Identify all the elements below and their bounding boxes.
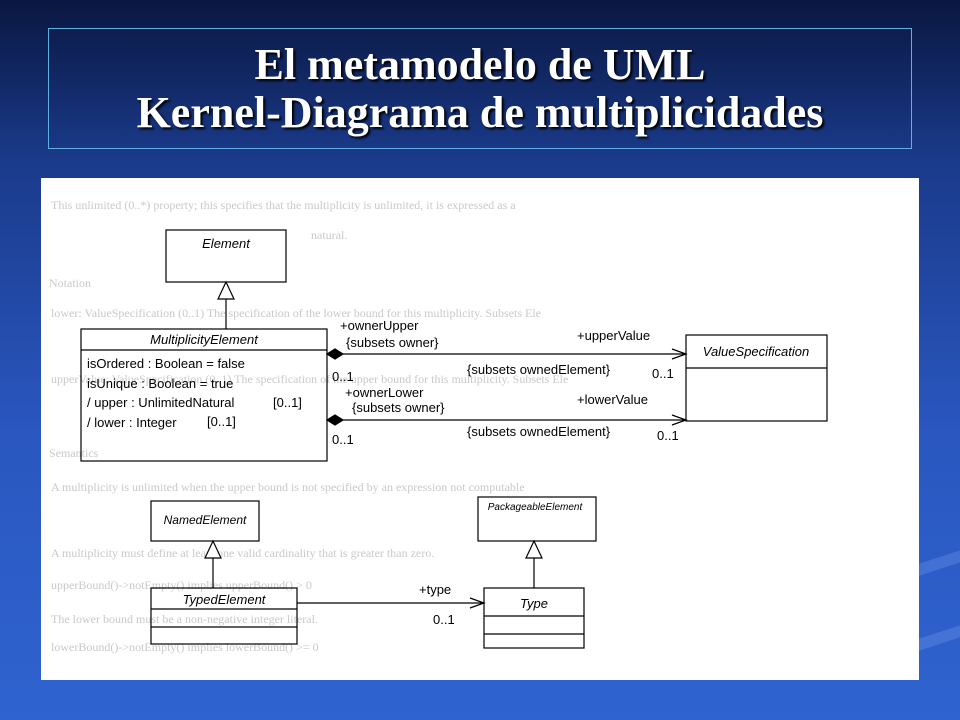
background-text: upperValue: ValueSpecification (0..1) Th… <box>51 372 569 386</box>
title-line-2: Kernel-Diagrama de multiplicidades <box>136 87 824 137</box>
background-text: The lower bound must be a non-negative i… <box>51 612 318 626</box>
owner-lower-subsets: {subsets owner} <box>352 400 445 415</box>
composition-diamond <box>325 414 345 426</box>
packageable-element-class <box>477 496 597 542</box>
multiplicity-element-class <box>80 328 328 462</box>
type-multiplicity: 0..1 <box>433 612 455 627</box>
named-element-class-name: NamedElement <box>164 513 247 527</box>
background-text: A multiplicity is unlimited when the upp… <box>51 480 525 494</box>
generalization-arrow <box>525 539 543 559</box>
named-element-class <box>150 500 260 542</box>
background-text: Semantics <box>49 446 99 460</box>
composition-diamond <box>325 348 345 360</box>
type-role: +type <box>419 582 451 597</box>
upper-value-role: +upperValue <box>577 328 650 343</box>
lower-value-subsets: {subsets ownedElement} <box>467 424 611 439</box>
background-text: lower: ValueSpecification (0..1) The spe… <box>51 306 542 320</box>
attribute-upper: / upper : UnlimitedNatural <box>87 395 235 410</box>
slide-title: El metamodelo de UML Kernel-Diagrama de … <box>48 28 912 149</box>
attribute-is-ordered: isOrdered : Boolean = false <box>87 356 245 371</box>
packageable-element-class-name: PackageableElement <box>488 502 584 513</box>
background-text: This unlimited (0..*) property; this spe… <box>51 198 516 212</box>
value-specification-class-name: ValueSpecification <box>703 344 809 359</box>
owner-upper-role: +ownerUpper <box>340 318 419 333</box>
multiplicity-element-class-name: MultiplicityElement <box>150 332 259 347</box>
uml-diagram: Element MultiplicityElement isOrdered : … <box>80 229 828 649</box>
typed-element-class <box>150 587 298 645</box>
generalization-arrow <box>217 280 235 300</box>
background-text: Notation <box>49 276 91 290</box>
lower-value-role: +lowerValue <box>577 392 648 407</box>
upper-value-subsets: {subsets ownedElement} <box>467 362 611 377</box>
owner-lower-multiplicity: 0..1 <box>332 432 354 447</box>
attribute-lower: / lower : Integer <box>87 415 177 430</box>
attribute-lower-mult: [0..1] <box>207 414 236 429</box>
value-specification-class <box>685 334 828 422</box>
typed-element-class-name: TypedElement <box>183 592 267 607</box>
element-class-name: Element <box>202 236 251 251</box>
owner-lower-role: +ownerLower <box>345 385 424 400</box>
generalization-arrow <box>204 539 222 559</box>
background-text: natural. <box>311 228 348 242</box>
attribute-upper-mult: [0..1] <box>273 395 302 410</box>
owner-upper-multiplicity: 0..1 <box>332 369 354 384</box>
upper-value-multiplicity: 0..1 <box>652 366 674 381</box>
attribute-is-unique: isUnique : Boolean = true <box>87 376 233 391</box>
scanned-diagram: This unlimited (0..*) property; this spe… <box>41 178 919 680</box>
owner-upper-subsets: {subsets owner} <box>346 335 439 350</box>
title-line-1: El metamodelo de UML <box>254 39 706 89</box>
lower-value-multiplicity: 0..1 <box>657 428 679 443</box>
type-class-name: Type <box>520 596 548 611</box>
background-text: A multiplicity must define at least one … <box>51 546 435 560</box>
